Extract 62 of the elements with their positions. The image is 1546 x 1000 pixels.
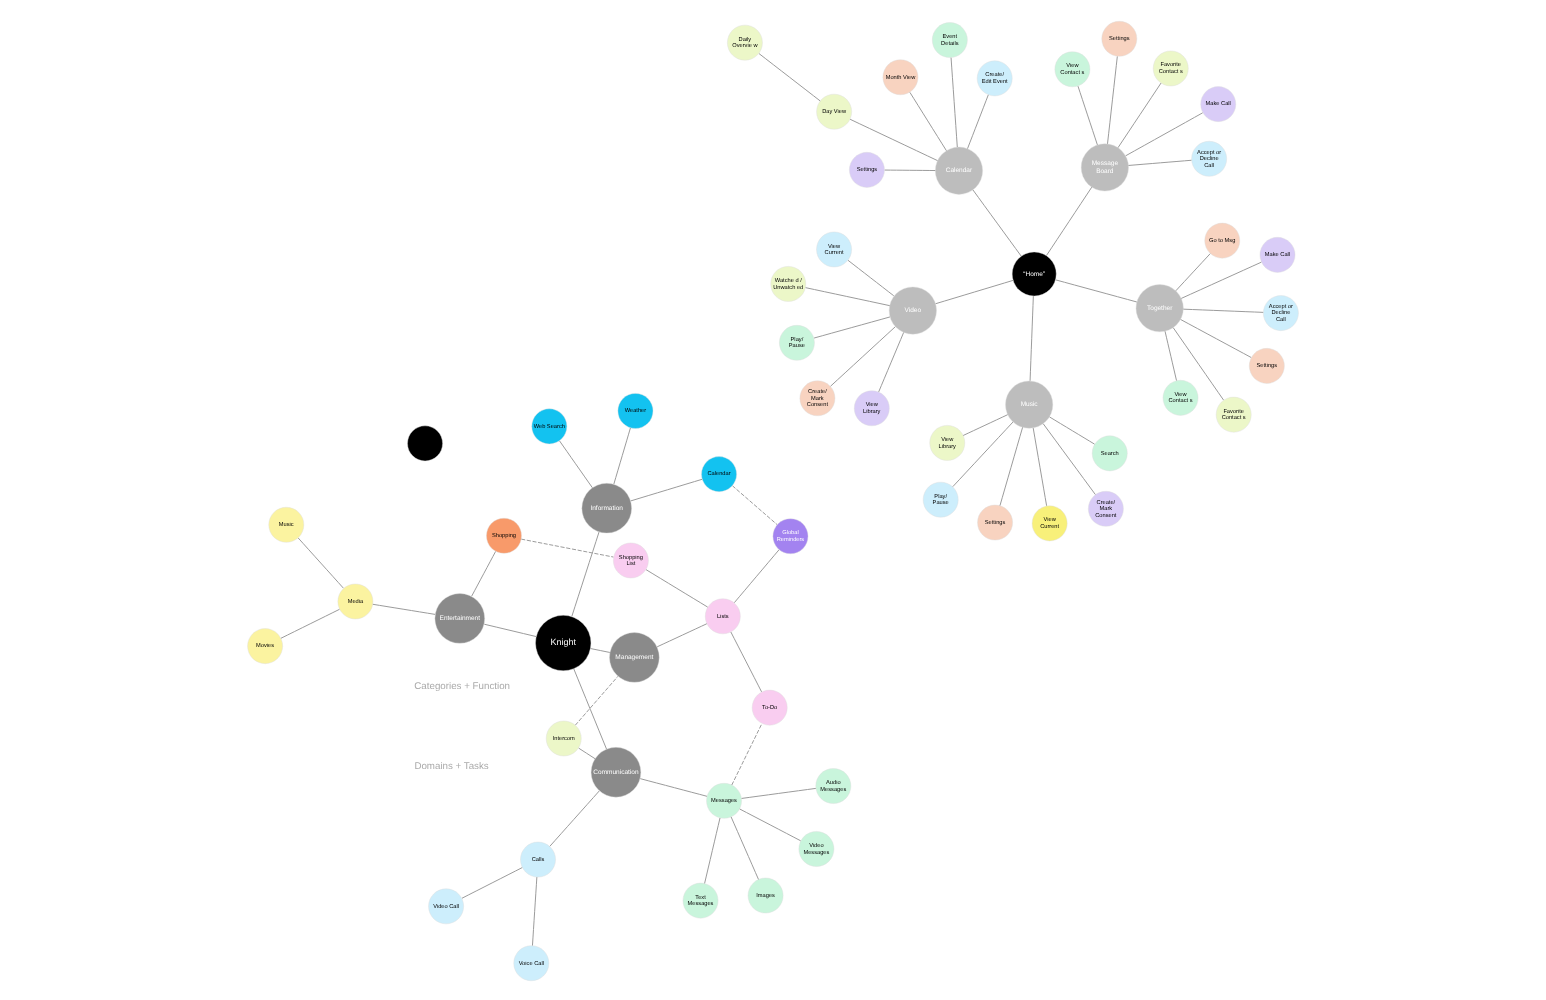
connector <box>730 630 763 692</box>
connector <box>656 622 708 647</box>
connector <box>950 56 958 147</box>
connector <box>574 674 619 725</box>
connector <box>1077 84 1098 145</box>
connector <box>1117 81 1162 148</box>
connector <box>531 875 538 945</box>
connector <box>739 807 802 841</box>
connector <box>571 530 600 616</box>
connector <box>297 536 344 588</box>
connector <box>578 746 596 759</box>
connector <box>461 866 523 898</box>
connector <box>483 622 537 637</box>
connector <box>630 477 703 501</box>
connector <box>1180 260 1262 298</box>
connector <box>967 93 989 149</box>
connector <box>884 168 936 170</box>
connector <box>559 439 593 488</box>
connector <box>590 647 611 652</box>
connector <box>730 815 759 879</box>
connector <box>1182 307 1264 312</box>
connector <box>847 258 895 296</box>
connector <box>1049 415 1095 444</box>
connector <box>645 568 709 607</box>
connector <box>1180 318 1252 357</box>
connector <box>1107 54 1118 144</box>
connector <box>1125 111 1204 156</box>
connector <box>731 722 763 785</box>
node-circle <box>407 424 443 461</box>
connector <box>471 549 497 596</box>
connector <box>813 315 891 338</box>
connector <box>1164 329 1177 380</box>
connector <box>520 537 614 557</box>
connector <box>280 607 340 638</box>
connector <box>549 789 600 846</box>
connector <box>704 816 721 883</box>
connector <box>849 117 938 161</box>
connector <box>805 286 891 306</box>
connector <box>878 331 905 392</box>
connector <box>1042 422 1096 494</box>
connector <box>935 278 1014 304</box>
connector <box>1029 294 1034 381</box>
connector <box>733 548 780 603</box>
connector <box>1172 326 1225 400</box>
connector <box>372 602 436 614</box>
connector <box>1175 252 1211 291</box>
connector <box>1032 426 1048 506</box>
connector <box>1046 185 1093 255</box>
connector <box>639 777 708 796</box>
connector <box>972 188 1022 256</box>
connector <box>573 667 607 749</box>
connector <box>613 426 631 484</box>
connector <box>732 484 778 525</box>
connector <box>952 420 1014 487</box>
connector <box>999 425 1024 506</box>
connector <box>1128 158 1192 165</box>
connector <box>741 786 817 798</box>
connector <box>758 52 821 101</box>
connector <box>962 413 1009 435</box>
connector <box>830 325 896 386</box>
connector <box>909 90 947 151</box>
connector <box>1055 278 1138 302</box>
